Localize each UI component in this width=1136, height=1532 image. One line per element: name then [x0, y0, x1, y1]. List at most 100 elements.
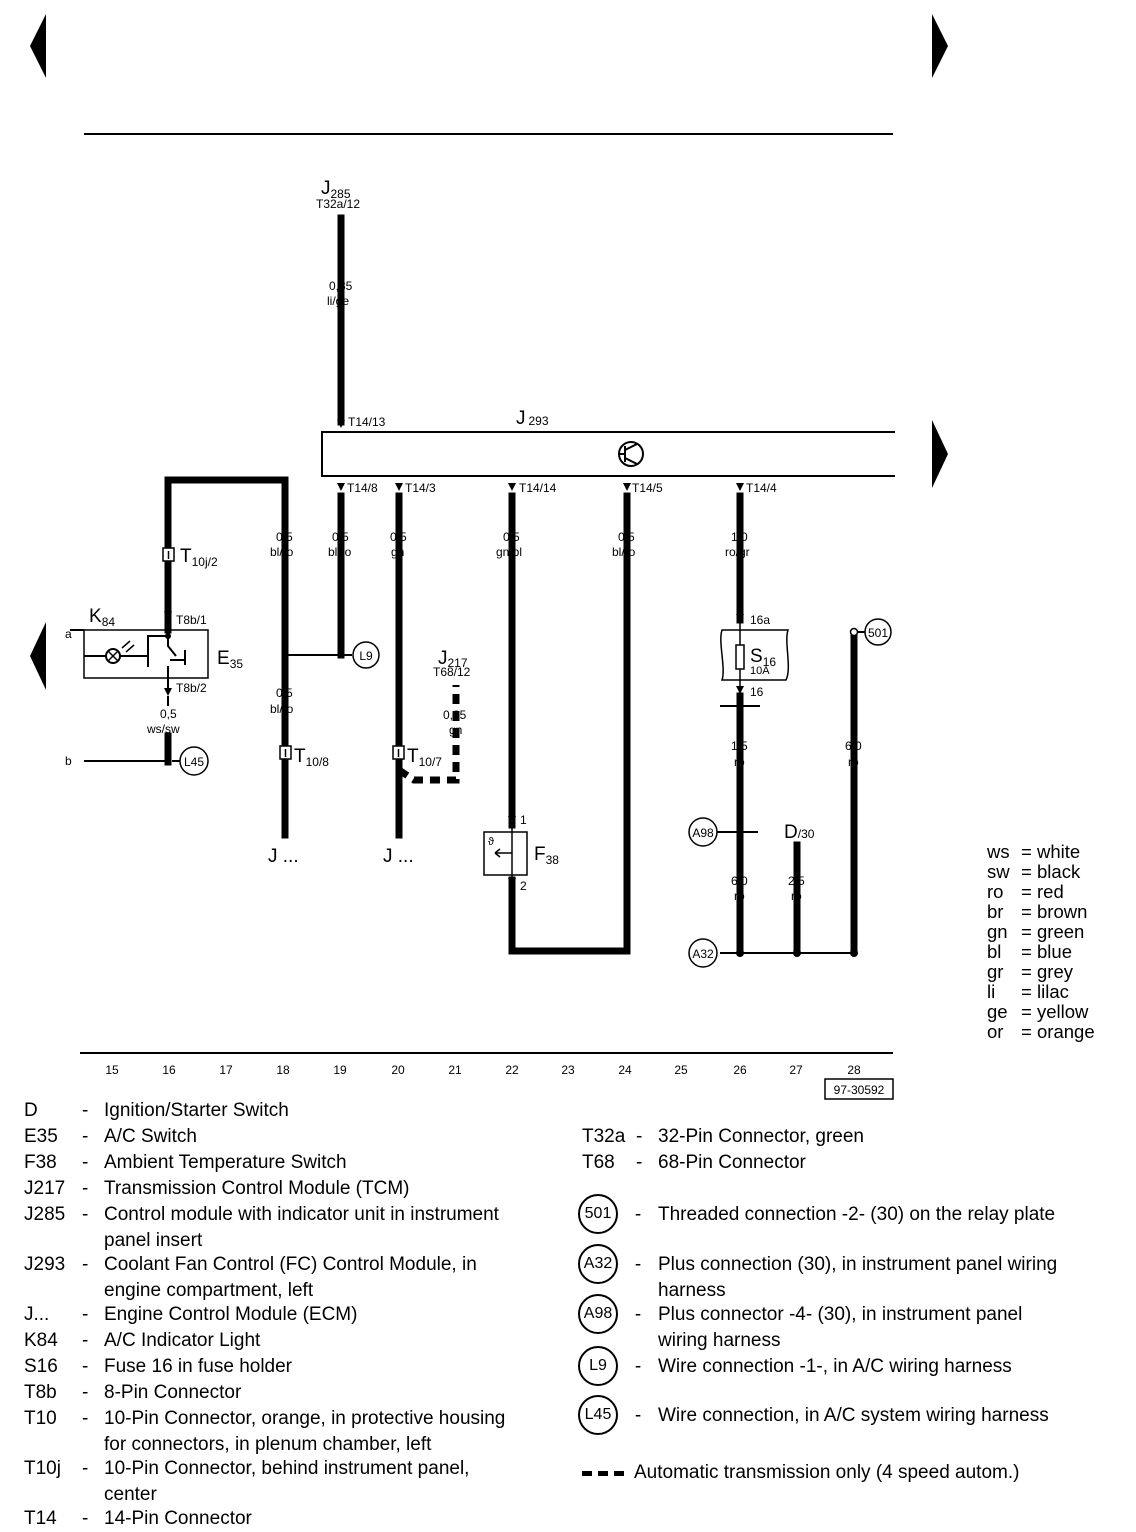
- wire-color-label: bl/ro: [328, 545, 352, 559]
- legend-description: 10-Pin Connector, behind instrument pane…: [104, 1456, 554, 1508]
- grid-number: 22: [505, 1063, 519, 1077]
- color-name: yellow: [1037, 1001, 1089, 1022]
- continue-left-arrow-icon[interactable]: [30, 622, 46, 690]
- legend-description: Plus connector -4- (30), in instrument p…: [658, 1302, 1022, 1354]
- connector-t10j-2: T10j/2: [162, 546, 218, 569]
- legend-description: 68-Pin Connector: [658, 1152, 806, 1173]
- legend-description: Wire connection, in A/C system wiring ha…: [658, 1403, 1049, 1429]
- legend-description-line: Wire connection -1-, in A/C wiring harne…: [658, 1356, 1012, 1377]
- svg-text:A98: A98: [692, 826, 714, 840]
- indicator-light-icon: [105, 640, 135, 664]
- color-code: sw: [987, 861, 1010, 882]
- grid-number: 19: [333, 1063, 347, 1077]
- legend-dash: -: [82, 1330, 89, 1351]
- pin-t8b-1: T8b/1: [176, 613, 207, 627]
- legend-description-line: for connectors, in plenum chamber, left: [104, 1434, 432, 1455]
- connection-circle-l9[interactable]: L9: [352, 641, 380, 669]
- wire-size-label: 6,0: [731, 874, 748, 888]
- equals-sign: =: [1021, 901, 1032, 922]
- wire-color-label: gn: [449, 723, 462, 737]
- connection-circle-a98[interactable]: A98: [688, 817, 718, 847]
- legend-dash: -: [82, 1178, 89, 1199]
- wire-color-label: bl/ro: [612, 545, 636, 559]
- legend-entry: T14-14-Pin Connector: [24, 1506, 554, 1532]
- legend-entry: S16-Fuse 16 in fuse holder: [24, 1354, 554, 1380]
- legend-description: Coolant Fan Control (FC) Control Module,…: [104, 1252, 554, 1304]
- grid-number: 20: [391, 1063, 405, 1077]
- legend-description: Threaded connection -2- (30) on the rela…: [658, 1202, 1055, 1228]
- color-legend-row: gn=green: [987, 922, 1095, 942]
- legend-description-line: A/C Switch: [104, 1126, 197, 1147]
- j293-module-box[interactable]: [321, 431, 895, 477]
- legend-dash: -: [634, 1405, 642, 1426]
- legend-description: Transmission Control Module (TCM): [104, 1176, 554, 1202]
- equals-sign: =: [1021, 921, 1032, 942]
- connection-circle-icon: 501: [578, 1194, 618, 1234]
- wire-size-label: 0,5: [503, 530, 520, 544]
- pin-t14-3: T14/3: [405, 481, 436, 495]
- connection-circle-501[interactable]: 501: [864, 618, 892, 646]
- continue-right-arrow-icon[interactable]: [932, 420, 948, 488]
- f38-ambient-temp-switch[interactable]: 1 ϑ 2 F38: [483, 813, 559, 893]
- dashed-line-icon: [582, 1470, 624, 1476]
- color-name: red: [1037, 881, 1064, 902]
- legend-dash: -: [634, 1356, 642, 1377]
- connection-circle-l45[interactable]: L45: [179, 746, 209, 776]
- wire-color-label: ro: [848, 755, 859, 769]
- prev-page-arrow-icon[interactable]: [30, 14, 46, 78]
- equals-sign: =: [1021, 961, 1032, 982]
- pin-arrow-icon: [337, 420, 345, 428]
- legend-entry: T68-68-Pin Connector: [582, 1150, 806, 1176]
- connection-circle-a32[interactable]: A32: [688, 938, 718, 968]
- color-code: gn: [987, 921, 1008, 942]
- s16-fuse[interactable]: 16a S16 10A 16: [720, 613, 790, 699]
- wire-col21-dashed: [397, 685, 460, 784]
- legend-dash: -: [634, 1304, 642, 1325]
- j217-label: J217: [438, 648, 468, 670]
- legend-dash: -: [82, 1204, 89, 1225]
- connection-circle-icon: L45: [578, 1395, 618, 1435]
- legend-entry: J285-Control module with indicator unit …: [24, 1202, 554, 1254]
- legend-code: D: [24, 1100, 38, 1121]
- legend-entry: F38-Ambient Temperature Switch: [24, 1150, 554, 1176]
- color-legend-row: ws=white: [987, 842, 1095, 862]
- wire-size-label: 0,5: [390, 530, 407, 544]
- legend-description-line: wiring harness: [658, 1330, 781, 1351]
- legend-dash: -: [82, 1508, 89, 1529]
- wire-color-label: gn/bl: [496, 545, 522, 559]
- color-code: or: [987, 1021, 1004, 1042]
- next-page-arrow-icon[interactable]: [932, 14, 948, 78]
- fuse-pin-16: 16: [750, 685, 764, 699]
- legend-description-line: Control module with indicator unit in in…: [104, 1204, 499, 1225]
- legend-description-line: 14-Pin Connector: [104, 1508, 252, 1529]
- legend-dash: -: [82, 1408, 89, 1429]
- legend-dash: -: [82, 1382, 89, 1403]
- legend-code: J...: [24, 1304, 50, 1325]
- j293-output-pins: T14/8 T14/3 T14/14 T14/5 T14/4: [337, 481, 777, 495]
- legend-dash: -: [82, 1152, 89, 1173]
- wire-j285-size: 0,35: [329, 279, 353, 293]
- color-name: white: [1037, 841, 1081, 862]
- wire-size-label: 0,5: [276, 530, 293, 544]
- legend-code: T32a: [582, 1126, 626, 1147]
- pin-arrow-icon: [508, 878, 516, 886]
- pin-t14-8: T14/8: [347, 481, 378, 495]
- color-name: lilac: [1037, 981, 1069, 1002]
- e35-housing: [83, 629, 209, 679]
- wire-size-label: 0,5: [276, 686, 293, 700]
- pin-arrow-icon: [623, 483, 631, 491]
- d30-label: D/30: [784, 822, 815, 843]
- svg-text:501: 501: [868, 626, 888, 640]
- grid-number: 21: [448, 1063, 462, 1077]
- color-code: br: [987, 901, 1004, 922]
- dashed-line-legend-text: Automatic transmission only (4 speed aut…: [634, 1462, 1020, 1483]
- junction-dots: [281, 651, 858, 957]
- wire-color-label: ro/gr: [725, 545, 750, 559]
- legend-description-line: 10-Pin Connector, behind instrument pane…: [104, 1458, 470, 1479]
- legend-entry: D-Ignition/Starter Switch: [24, 1098, 554, 1124]
- e35-switch[interactable]: K84 E35 T8b/1 T8b/2: [70, 606, 243, 696]
- legend-description: Fuse 16 in fuse holder: [104, 1354, 554, 1380]
- equals-sign: =: [1021, 1001, 1032, 1022]
- wire-size-label: 0,35: [443, 708, 467, 722]
- legend-description-line: Threaded connection -2- (30) on the rela…: [658, 1204, 1056, 1225]
